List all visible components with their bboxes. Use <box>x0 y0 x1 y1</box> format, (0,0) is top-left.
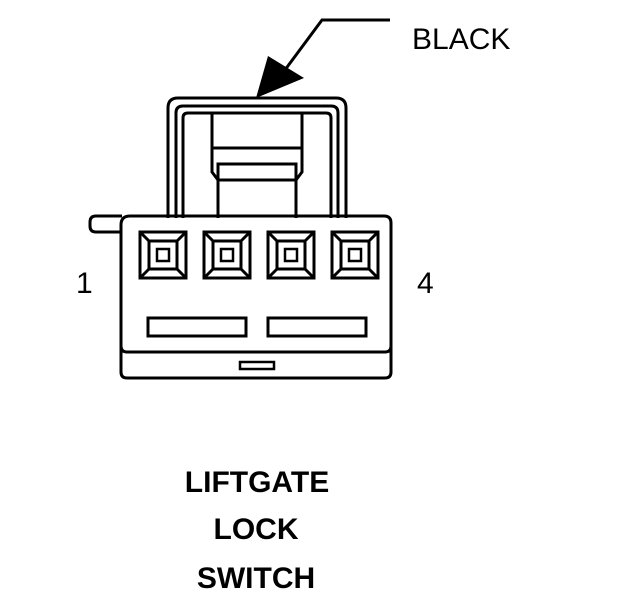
terminal-cavity-1 <box>138 230 188 280</box>
callout-leader <box>256 18 390 98</box>
pin-number-last: 4 <box>417 267 434 300</box>
terminal-cavity-3 <box>266 230 316 280</box>
connector-body <box>119 214 393 380</box>
component-title-line-3: SWITCH <box>197 562 315 595</box>
terminal-cavity-4 <box>330 230 380 280</box>
component-title-line-1: LIFTGATE <box>185 466 329 499</box>
connector-slot-right <box>266 316 368 338</box>
connector-latch <box>166 96 348 218</box>
pin-number-first: 1 <box>76 267 93 300</box>
wire-color-label: BLACK <box>412 23 510 56</box>
connector-side-tab <box>88 214 122 234</box>
callout-arrowhead <box>256 56 304 98</box>
terminal-cavity-2 <box>202 230 252 280</box>
component-title-line-2: LOCK <box>214 513 299 546</box>
connector-key-notch <box>238 360 276 371</box>
connector-slot-left <box>146 316 248 338</box>
